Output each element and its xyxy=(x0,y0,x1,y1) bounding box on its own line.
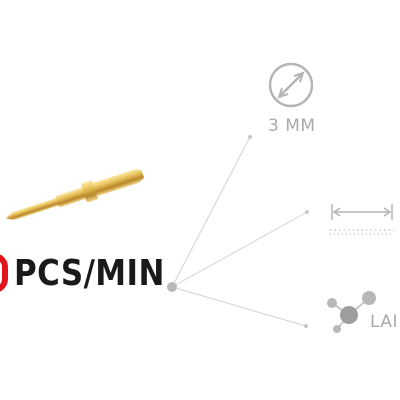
rate-accent-mark xyxy=(0,253,8,293)
diameter-icon xyxy=(268,62,314,108)
diameter-label: 3 MM xyxy=(268,116,316,136)
rate-block: PCS/MIN xyxy=(0,247,189,299)
rate-unit-text: PCS/MIN xyxy=(14,252,165,294)
length-ruler-icon xyxy=(330,204,394,235)
endpoint-dot xyxy=(304,324,308,328)
molecule-icon xyxy=(327,291,376,333)
connector-lines xyxy=(171,136,308,327)
feature-label: LAI xyxy=(370,312,399,332)
hub-dot xyxy=(167,282,177,292)
endpoint-dot xyxy=(248,135,252,139)
endpoint-dot xyxy=(305,210,309,214)
pin-product-image xyxy=(5,169,145,220)
